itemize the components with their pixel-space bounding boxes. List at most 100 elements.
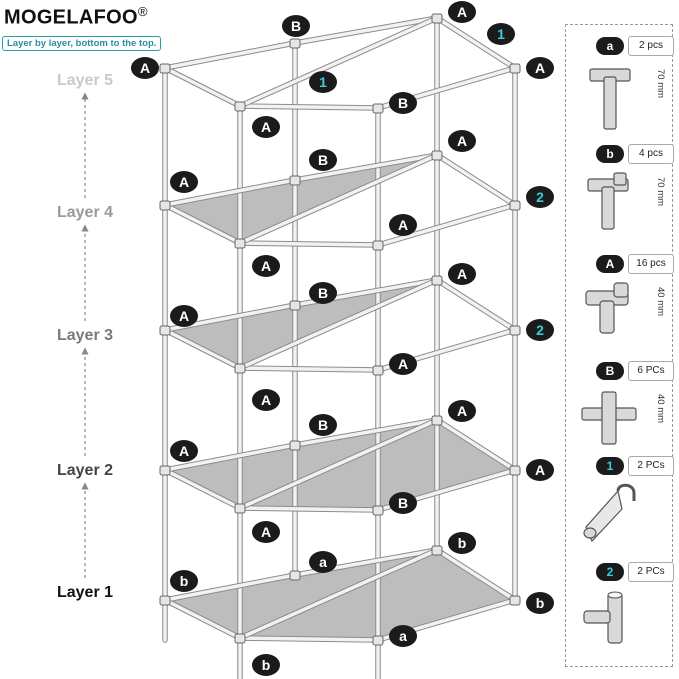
connector-badge: A xyxy=(131,57,159,79)
joint-connector xyxy=(372,240,384,251)
badge-label: A xyxy=(179,443,189,459)
badge-label: b xyxy=(180,573,189,589)
cross-connector-icon xyxy=(581,391,637,445)
frame-pole xyxy=(163,468,242,510)
joint-connector xyxy=(289,440,301,451)
brand-name: MOGELAFOO xyxy=(4,6,138,29)
badge-label: A xyxy=(398,217,408,233)
connector-badge: A xyxy=(252,521,280,543)
badge-label: b xyxy=(536,595,545,611)
connector-badge: A xyxy=(448,1,476,23)
joint-connector xyxy=(289,38,301,49)
joint-connector xyxy=(372,365,384,376)
frame-pole xyxy=(163,573,297,602)
badge-label: a xyxy=(319,554,327,570)
joint-connector xyxy=(234,238,246,249)
badge-label: b xyxy=(262,657,271,673)
connector-badge: b xyxy=(526,592,554,614)
badge-label: A xyxy=(535,462,545,478)
joint-connector xyxy=(509,595,521,606)
badge-label: B xyxy=(291,18,301,34)
frame-pole xyxy=(163,41,297,70)
frame-pole xyxy=(163,598,242,640)
connector-badge: b xyxy=(448,532,476,554)
legend-quantity: 16 pcs xyxy=(628,254,674,274)
connector-badge: b xyxy=(170,570,198,592)
legend-dimension: 70 mm xyxy=(655,177,666,207)
frame-pole xyxy=(293,16,439,45)
joint-connector xyxy=(431,545,443,556)
connector-badge: A xyxy=(389,214,417,236)
joint-connector xyxy=(431,150,443,161)
badge-label: A xyxy=(535,60,545,76)
badge-label: 2 xyxy=(536,189,544,205)
badge-label: A xyxy=(457,403,467,419)
frame-pole xyxy=(238,418,439,510)
badge-label: 1 xyxy=(497,26,505,42)
frame-pole xyxy=(435,153,517,207)
joint-connector xyxy=(289,570,301,581)
badge-label: A xyxy=(140,60,150,76)
frame-pole xyxy=(435,548,517,602)
frame-pole xyxy=(163,66,242,108)
badge-label: A xyxy=(457,266,467,282)
joint-connector xyxy=(372,103,384,114)
connector-badge: A xyxy=(448,400,476,422)
layer-label-4: Layer 4 xyxy=(56,204,114,221)
frame-pole xyxy=(293,418,439,447)
badge-label: B xyxy=(398,95,408,111)
badge-label: A xyxy=(457,133,467,149)
frame-pole xyxy=(163,203,242,245)
connector-badge: B xyxy=(309,414,337,436)
joint-connector xyxy=(234,633,246,644)
legend-quantity: 2 PCs xyxy=(628,456,674,476)
joint-connector xyxy=(431,415,443,426)
badge-label: A xyxy=(457,4,467,20)
connector-badge: A xyxy=(526,459,554,481)
connector-badge: A xyxy=(170,305,198,327)
frame-pole xyxy=(435,278,517,332)
legend-badge: A xyxy=(596,255,624,273)
tee-pipe-icon xyxy=(583,591,623,644)
badge-label: a xyxy=(399,628,407,644)
frame-pole xyxy=(163,443,297,472)
joint-connector xyxy=(372,505,384,516)
connector-badge: b xyxy=(252,654,280,676)
badge-label: B xyxy=(318,152,328,168)
layer-label-5: Layer 5 xyxy=(56,72,114,89)
frame-pole xyxy=(238,278,439,370)
connector-badge: 2 xyxy=(526,186,554,208)
connector-badge: B xyxy=(309,149,337,171)
joint-connector xyxy=(509,465,521,476)
joint-connector xyxy=(431,13,443,24)
frame-pole xyxy=(238,241,380,247)
joint-connector xyxy=(159,465,171,476)
connector-badge: A xyxy=(252,116,280,138)
badge-label: A xyxy=(179,174,189,190)
joint-connector xyxy=(234,363,246,374)
joint-connector xyxy=(509,63,521,74)
badge-label: A xyxy=(261,524,271,540)
badge-label: A xyxy=(261,119,271,135)
connector-badge: A xyxy=(170,440,198,462)
badge-label: 1 xyxy=(319,74,327,90)
joint-connector xyxy=(372,635,384,646)
badge-label: b xyxy=(458,535,467,551)
connector-badge: A xyxy=(252,389,280,411)
hanger-hook-icon xyxy=(583,483,636,543)
legend-quantity: 2 pcs xyxy=(628,36,674,56)
badge-label: B xyxy=(318,285,328,301)
badge-label: A xyxy=(398,356,408,372)
badge-label: A xyxy=(261,392,271,408)
frame-pole xyxy=(238,366,380,372)
frame-pole xyxy=(238,153,439,245)
connector-badge: A xyxy=(526,57,554,79)
frame-pole xyxy=(238,506,380,512)
badge-label: 2 xyxy=(536,322,544,338)
